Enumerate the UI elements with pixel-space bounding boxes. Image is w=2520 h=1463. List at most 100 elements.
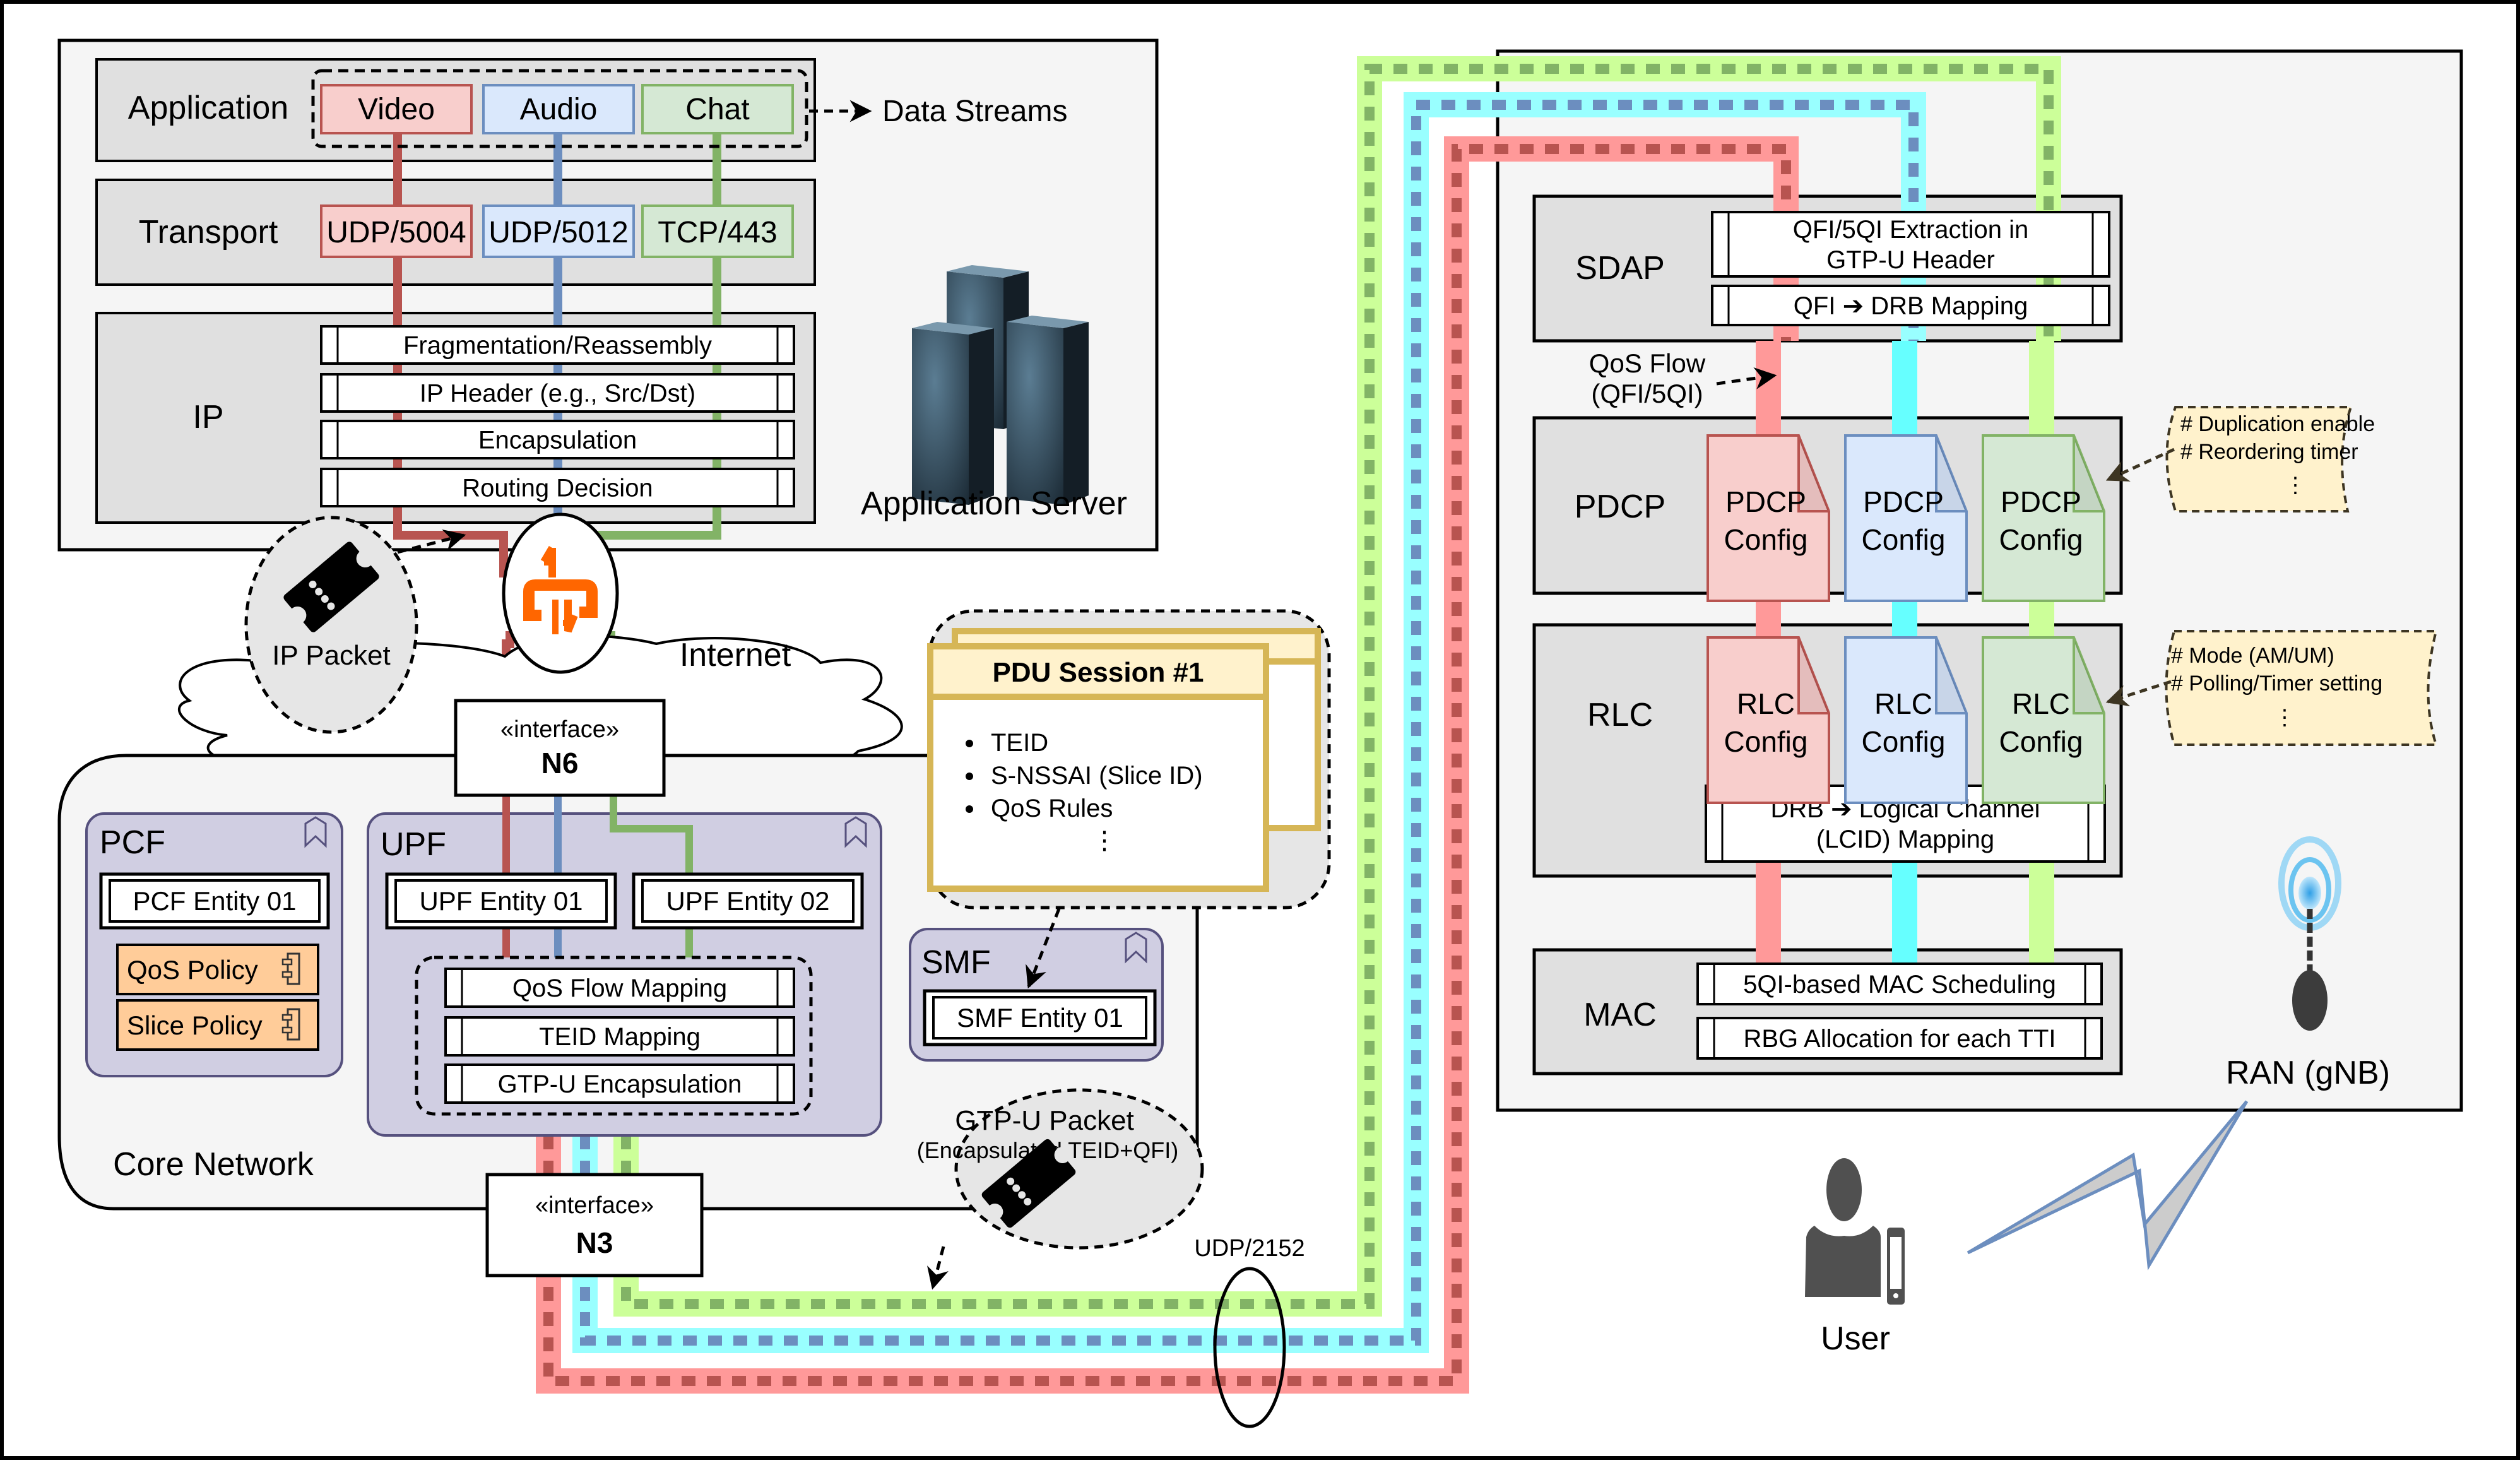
pdu-session-more: ⋮ — [1092, 827, 1117, 855]
n6-interface[interactable]: «interface» N6 — [454, 699, 666, 797]
pdu-session-item: TEID — [991, 729, 1048, 757]
upf-function-0[interactable]: QoS Flow Mapping — [444, 968, 795, 1008]
upf-function-2[interactable]: GTP-U Encapsulation — [444, 1063, 795, 1104]
ip-function-3[interactable]: Routing Decision — [320, 468, 795, 507]
mac-function-0[interactable]: 5QI-based MAC Scheduling — [1696, 962, 2103, 1005]
stream-box-video[interactable] — [320, 84, 473, 134]
pdu-session-item: QoS Rules — [991, 795, 1113, 822]
n6-stereotype: «interface» — [500, 716, 619, 743]
pdcp-config-chat-text: PDCP — [2001, 485, 2081, 518]
router-icon[interactable] — [502, 512, 619, 674]
pdcp-note — [2165, 406, 2353, 512]
rlc-config-video-text: Config — [1724, 725, 1808, 758]
upf-entity-01: UPF Entity 01 — [419, 886, 583, 916]
ip-packet-bubble — [244, 516, 418, 734]
slice-policy-component[interactable] — [116, 999, 319, 1051]
upf-function-group — [415, 956, 813, 1116]
stream-label-audio: Audio — [520, 93, 598, 126]
pdcp-config-chat[interactable]: PDCP Config — [1982, 434, 2105, 602]
udp-tunnel-ellipse — [1213, 1267, 1286, 1428]
rlc-config-video[interactable]: RLC Config — [1707, 636, 1830, 804]
antenna-icon — [2278, 836, 2341, 1031]
pcf-entity: PCF Entity 01 — [133, 886, 296, 916]
mac-function-0-text: 5QI-based MAC Scheduling — [1743, 971, 2056, 998]
ip-packet-arrow — [397, 529, 466, 554]
mac-function-1[interactable]: RBG Allocation for each TTI — [1696, 1017, 2103, 1060]
stream-box-chat[interactable] — [641, 84, 794, 134]
pdcp-label: PDCP — [1575, 489, 1665, 525]
upf-stream-lines — [502, 795, 693, 957]
rlc-note-more: ⋮ — [2274, 706, 2295, 730]
rlc-config-chat-text: Config — [1999, 725, 2083, 758]
transport-layer-label: Transport — [139, 214, 278, 251]
pdcp-config-video-text: PDCP — [1725, 485, 1806, 518]
internet-label: Internet — [680, 637, 791, 673]
tunnel-video-dash — [543, 144, 1791, 1386]
ran-label: RAN (gNB) — [2226, 1055, 2390, 1091]
n3-interface[interactable]: «interface» N3 — [485, 1173, 704, 1277]
rlc-note-arrow — [2105, 680, 2172, 707]
pcf-function: PCF PCF Entity 01 QoS Policy Slice Polic… — [85, 812, 343, 1077]
rlc-config-video-text: RLC — [1737, 687, 1795, 720]
qos-policy-component[interactable] — [116, 944, 319, 995]
stream-label-video: Video — [358, 93, 435, 126]
pdcp-config-chat-text: Config — [1999, 523, 2083, 556]
rlc-note — [2165, 630, 2438, 746]
udp-port-label: UDP/2152 — [1194, 1235, 1304, 1262]
pdcp-note-line2: # Reordering timer — [2180, 440, 2358, 464]
sdap-function-0-text: QFI/5QI Extraction in — [1793, 216, 2028, 244]
port-box-video[interactable] — [320, 204, 473, 258]
application-layer-label: Application — [128, 90, 288, 126]
upf-function-1[interactable]: TEID Mapping — [444, 1016, 795, 1057]
upf-function-2-text: GTP-U Encapsulation — [498, 1070, 742, 1098]
application-server-label: Application Server — [861, 485, 1127, 522]
upf-function-0-text: QoS Flow Mapping — [512, 974, 727, 1002]
core-network-label: Core Network — [113, 1146, 314, 1183]
ip-function-0[interactable]: Fragmentation/Reassembly — [320, 325, 795, 365]
bullet-icon — [966, 740, 973, 747]
ip-function-2-text: Encapsulation — [478, 427, 637, 454]
port-box-chat[interactable] — [641, 204, 794, 258]
ip-function-0-text: Fragmentation/Reassembly — [403, 332, 712, 360]
ip-function-2[interactable]: Encapsulation — [320, 420, 795, 459]
server-rack-icon — [912, 265, 1089, 505]
upf-label: UPF — [381, 826, 446, 863]
mac-label: MAC — [1583, 997, 1657, 1033]
bookmark-icon — [1125, 932, 1147, 964]
n3-stereotype: «interface» — [535, 1192, 654, 1219]
sdap-function-1[interactable]: QFI ➔ DRB Mapping — [1711, 285, 2110, 326]
rlc-mapping-text: (LCID) Mapping — [1816, 826, 1994, 853]
mac-function-1-text: RBG Allocation for each TTI — [1743, 1025, 2056, 1053]
pdcp-note-line1: # Duplication enable — [2180, 412, 2375, 436]
port-label-video: UDP/5004 — [326, 216, 466, 249]
data-streams-group — [311, 69, 808, 148]
stream-box-audio[interactable] — [482, 84, 635, 134]
sdap-label: SDAP — [1575, 250, 1665, 287]
gtpu-tunnels — [536, 56, 2061, 1394]
stream-label-chat: Chat — [685, 93, 749, 126]
smf-function: SMF SMF Entity 01 — [909, 928, 1164, 1062]
ip-function-3-text: Routing Decision — [462, 475, 653, 502]
component-icon — [281, 1008, 300, 1041]
pdcp-config-audio-text: Config — [1862, 523, 1946, 556]
ip-function-1[interactable]: IP Header (e.g., Src/Dst) — [320, 373, 795, 413]
smf-entity: SMF Entity 01 — [957, 1003, 1123, 1033]
sdap-function-0-text: GTP-U Header — [1826, 246, 1995, 274]
pdu-session-title: PDU Session #1 — [992, 657, 1204, 688]
port-box-audio[interactable] — [482, 204, 635, 258]
user-icon — [1805, 1158, 1905, 1305]
qos-flow-label-line1: QoS Flow — [1589, 348, 1706, 378]
n3-name: N3 — [576, 1226, 613, 1259]
component-icon — [281, 952, 300, 985]
ip-layer-label: IP — [192, 399, 223, 435]
pdu-session-item: S-NSSAI (Slice ID) — [991, 762, 1203, 790]
bookmark-icon — [304, 816, 327, 848]
packet-ticket-icon — [981, 1139, 1076, 1228]
qos-policy-label: QoS Policy — [127, 955, 258, 985]
